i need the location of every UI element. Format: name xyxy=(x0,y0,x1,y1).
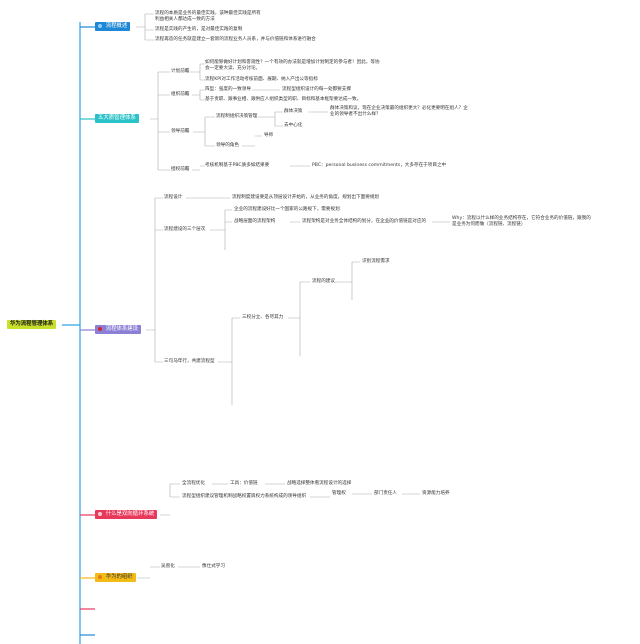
branch-5-label: 华为的组织 xyxy=(105,574,133,580)
node-level-2[interactable]: 战略层面的流程架构 xyxy=(234,219,276,224)
branch-node-5[interactable]: 华为的组织 xyxy=(95,573,136,582)
branch-2-label: 五大质管理体系 xyxy=(98,115,136,121)
node-three[interactable]: 三句马年行，共建流程型 xyxy=(164,359,215,364)
node-design[interactable]: 流程设计 xyxy=(164,195,183,200)
note-lead-m1: 群体决策和议，现在企业决策最的组织更大？必化更要明在组人？企业的领导者不出什么样… xyxy=(330,106,468,117)
node-sub[interactable]: 三权分立、各尽其力 xyxy=(242,315,284,320)
node-three-levels[interactable]: 流程建设的三个层次 xyxy=(164,227,206,232)
branch-3-label: 流程体系建设 xyxy=(105,326,139,332)
node-b5-a[interactable]: 吴兽化 xyxy=(161,564,175,569)
note-level-2a: 流程架构是对业务全体结构的划分，在企业的价值链是对应的 xyxy=(302,219,427,224)
note-b1-2: 流程是实践的产生的，是对最佳实践的复制 xyxy=(155,27,243,32)
note-b1-1: 流程的本质是业务的最佳实践，该种最佳实践是所有利益相关人都达成一致的方法 xyxy=(155,11,261,22)
bullet-icon xyxy=(98,511,102,516)
branch-node-3[interactable]: 流程体系建设 xyxy=(95,325,142,334)
root-node[interactable]: 华为流程管理体系 xyxy=(7,320,57,329)
note-b1-3: 流程再造的任务就是建立一套新的流程业务人员系，并与价值链和体系进行融合 xyxy=(155,37,316,42)
node-auth[interactable]: 授权前瞻 xyxy=(171,167,190,172)
node-lead-m1[interactable]: 群体决策 xyxy=(284,109,303,114)
bullet-icon xyxy=(98,23,102,28)
note-org-a: 阵型：强度的一致领导 xyxy=(205,87,251,92)
note-org-c: 基于责职、跟事业相、跟供应人组织类型的职、目标和基本框架要达成一致。 xyxy=(205,97,362,102)
node-owner-child[interactable]: 识别流程需求 xyxy=(362,259,390,264)
node-plan[interactable]: 计划前瞻 xyxy=(171,69,190,74)
note-level-2b: Why：流程以什么样的业务结构存在，它符合业务的价值链，跟我的是业务为何而做（流… xyxy=(452,216,591,227)
node-r2b[interactable]: 部门责任人 xyxy=(374,491,397,496)
node-lead-m2[interactable]: 去中心化 xyxy=(284,123,303,128)
note-r1b: 战略选择整体看流程设计的选择 xyxy=(287,481,352,486)
note-design: 流程制度建设要是从顶层设计开始的，从业务的角度，规划出下面要规划 xyxy=(232,195,380,200)
node-r2a[interactable]: 管理权 xyxy=(332,491,346,496)
note-plan-2: 流程KPI对工作活动考核前面、展期、纳入产出公等指标 xyxy=(205,77,318,82)
note-auth-a: 考核机制基于PBC质多如结果要 xyxy=(205,163,270,168)
bullet-icon xyxy=(98,326,102,331)
note-auth-b: PBC：personal business commitments，大多存在于项… xyxy=(312,163,447,168)
bullet-icon xyxy=(98,574,102,579)
node-r1a[interactable]: 工具：价值链 xyxy=(230,481,258,486)
note-org-b: 流程型组织设计的每一处都要支撑 xyxy=(282,87,351,92)
branch-node-2[interactable]: 五大质管理体系 xyxy=(95,114,139,123)
node-r2[interactable]: 流程型组织建议管理机制战略权置岗权力系统构成的领导组织 xyxy=(182,494,307,499)
node-b5-b[interactable]: 像仕式学习 xyxy=(202,564,225,569)
node-r1[interactable]: 全流程优化 xyxy=(182,481,205,486)
node-lead-mgmt[interactable]: 流程制组织决策管理 xyxy=(216,114,258,119)
node-r2c[interactable]: 资源能力培养 xyxy=(422,491,450,496)
branch-node-1[interactable]: 流程概述 xyxy=(95,22,131,31)
note-plan-1: 如何能够做好计划和客观性？一个有效的办法就是增加计划制定的参与者！因此，等协会一… xyxy=(205,60,380,71)
branch-node-4[interactable]: 什么是双向循环系统 xyxy=(95,510,158,519)
branch-1-label: 流程概述 xyxy=(105,23,128,29)
root-label: 华为流程管理体系 xyxy=(10,321,54,327)
node-lead[interactable]: 领导前瞻 xyxy=(171,129,190,134)
branch-4-label: 什么是双向循环系统 xyxy=(105,511,155,517)
node-lead-r1[interactable]: 导师 xyxy=(264,133,274,138)
node-org[interactable]: 组织前瞻 xyxy=(171,92,190,97)
node-owner[interactable]: 流程的建议 xyxy=(312,279,335,284)
note-level-1: 企业的流程建设好比一个国家的公路规下，需要规划 xyxy=(234,207,340,212)
node-lead-role[interactable]: 领导的角色 xyxy=(216,143,239,148)
